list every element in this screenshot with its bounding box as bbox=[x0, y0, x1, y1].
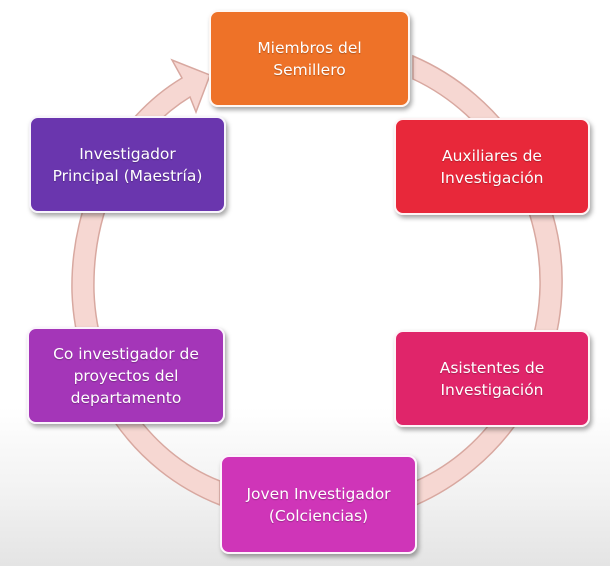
node-auxiliares-investigacion: Auxiliares de Investigación bbox=[394, 118, 590, 215]
node-label: Auxiliares de Investigación bbox=[440, 146, 544, 187]
node-label: Investigador Principal (Maestría) bbox=[52, 144, 203, 185]
node-label: Joven Investigador (Colciencias) bbox=[246, 484, 391, 525]
node-miembros-semillero: Miembros del Semillero bbox=[209, 10, 410, 107]
node-label: Asistentes de Investigación bbox=[439, 358, 545, 399]
node-asistentes-investigacion: Asistentes de Investigación bbox=[394, 330, 590, 427]
node-investigador-principal: Investigador Principal (Maestría) bbox=[29, 116, 226, 213]
node-co-investigador: Co investigador de proyectos del departa… bbox=[27, 327, 225, 424]
node-label: Miembros del Semillero bbox=[257, 38, 362, 79]
node-joven-investigador: Joven Investigador (Colciencias) bbox=[220, 455, 417, 554]
node-label: Co investigador de proyectos del departa… bbox=[53, 344, 199, 407]
